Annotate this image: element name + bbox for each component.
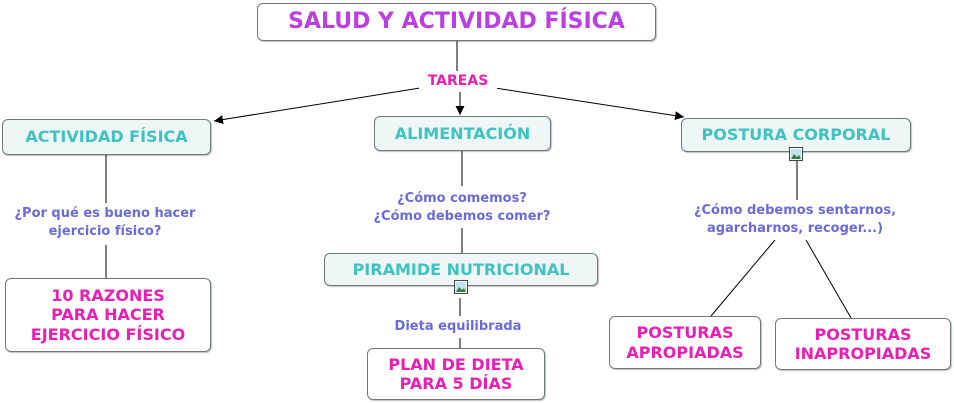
concept-postura-corporal[interactable]: POSTURA CORPORAL (681, 118, 911, 152)
concept-label: ACTIVIDAD FÍSICA (25, 127, 188, 147)
image-icon[interactable] (454, 280, 468, 294)
concept-posturas-inapropiadas[interactable]: POSTURAS INAPROPIADAS (775, 318, 951, 370)
concept-plan-dieta[interactable]: PLAN DE DIETA PARA 5 DÍAS (367, 348, 545, 400)
concept-actividad-fisica[interactable]: ACTIVIDAD FÍSICA (2, 119, 211, 155)
concept-label: ALIMENTACIÓN (394, 123, 531, 143)
concept-posturas-apropiadas[interactable]: POSTURAS APROPIADAS (609, 316, 761, 369)
link-label-tareas: TAREAS (419, 72, 497, 91)
concept-label: POSTURA CORPORAL (701, 125, 891, 145)
link-label-dieta: Dieta equilibrada (385, 318, 531, 336)
link-label-por-que: ¿Por qué es bueno hacer ejercicio físico… (5, 205, 205, 241)
title-node[interactable]: SALUD Y ACTIVIDAD FÍSICA (257, 3, 656, 41)
title-label: SALUD Y ACTIVIDAD FÍSICA (288, 8, 625, 34)
image-icon[interactable] (789, 147, 803, 161)
concept-alimentacion[interactable]: ALIMENTACIÓN (374, 116, 551, 151)
concept-10-razones[interactable]: 10 RAZONES PARA HACER EJERCICIO FÍSICO (5, 278, 211, 352)
link-label-como-sentarnos: ¿Cómo debemos sentarnos, agarcharnos, re… (681, 202, 909, 238)
concept-label: PIRAMIDE NUTRICIONAL (352, 259, 570, 279)
link-label-como-comemos: ¿Cómo comemos? ¿Cómo debemos comer? (363, 190, 561, 226)
